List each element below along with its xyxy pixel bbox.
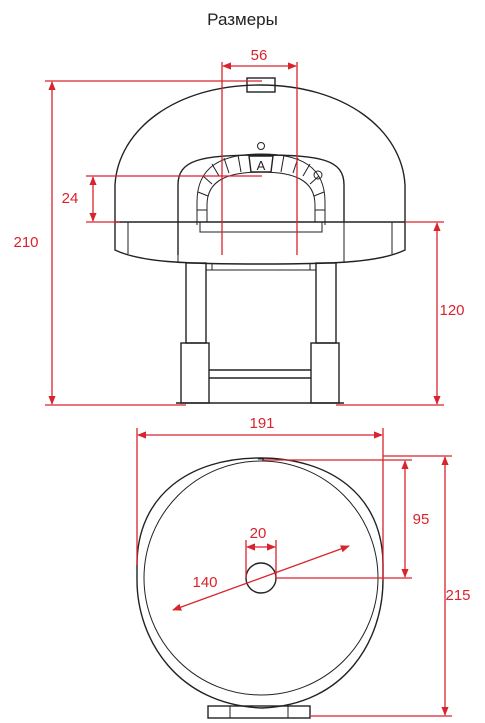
brick-arch bbox=[196, 153, 326, 225]
dim-total-height: 210 bbox=[13, 80, 262, 406]
oven-base bbox=[114, 221, 406, 265]
dim-label-95: 95 bbox=[413, 511, 430, 528]
dim-total-depth: 215 bbox=[310, 455, 471, 717]
oven-dome bbox=[114, 84, 406, 222]
door-sill bbox=[199, 221, 323, 233]
dim-chimney-width: 56 bbox=[221, 47, 298, 255]
dim-center-depth: 95 bbox=[262, 459, 430, 579]
door-block-top bbox=[207, 705, 311, 719]
dim-label-24: 24 bbox=[62, 190, 79, 207]
dim-label-120: 120 bbox=[439, 302, 464, 319]
oven-mouth-frame bbox=[177, 154, 345, 255]
dim-label-20: 20 bbox=[250, 525, 267, 542]
dim-flue-diameter: 20 bbox=[245, 525, 277, 578]
dim-label-215: 215 bbox=[445, 587, 470, 604]
dim-label-210: 210 bbox=[13, 234, 38, 251]
dim-label-140: 140 bbox=[192, 574, 217, 591]
stand bbox=[176, 262, 344, 404]
dim-label-56: 56 bbox=[251, 47, 268, 64]
front-view: A 56 bbox=[13, 47, 465, 406]
door-badge-letter: A bbox=[257, 158, 266, 173]
oven-outline-top bbox=[136, 457, 384, 709]
page-title: Размеры bbox=[207, 10, 278, 29]
dim-top-width: 191 bbox=[136, 415, 384, 580]
thermometer-icon bbox=[313, 170, 323, 180]
top-view: 191 20 140 95 215 bbox=[136, 415, 471, 719]
dim-door-height: 24 bbox=[62, 175, 262, 223]
dim-label-191: 191 bbox=[249, 415, 274, 432]
dim-inner-diameter: 140 bbox=[172, 545, 350, 611]
door-badge-frame bbox=[248, 155, 274, 173]
vent-knob bbox=[257, 142, 265, 150]
brick-arch-inner bbox=[206, 171, 316, 222]
dim-stand-height: 120 bbox=[336, 221, 465, 406]
